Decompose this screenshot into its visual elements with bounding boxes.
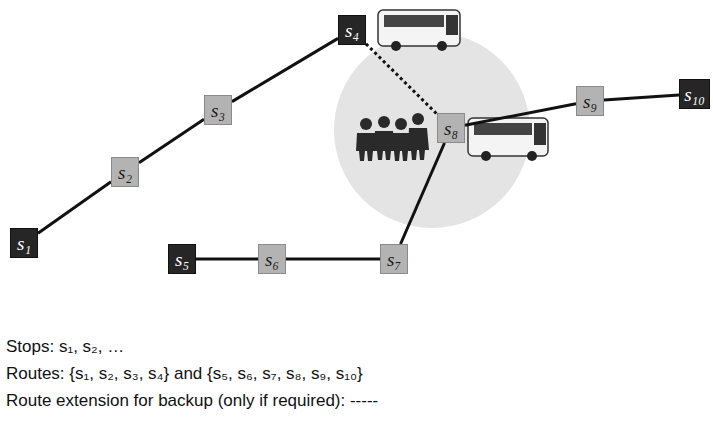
stop-label: s₄ [345,21,359,40]
route-segment [196,258,258,261]
bus-icon [468,118,548,161]
route-segment [38,182,111,233]
legend-note: Route extension for backup (only if requ… [6,391,378,411]
bus-icon [378,10,460,51]
route-extension [366,44,437,114]
stop-label: s₈ [444,119,458,138]
stop-label: s₃ [211,101,225,120]
terminal-stop: s₁ [10,228,38,258]
stop-label: s₇ [387,250,401,269]
bus-stop: s₉ [576,86,604,116]
stop-label: s₁₀ [684,85,705,104]
bus-stop: s₆ [258,244,286,274]
route-segment [604,95,679,100]
route-segment [465,104,576,126]
bus-stop: s₈ [437,113,465,143]
terminal-stop: s₁₀ [679,79,710,109]
stop-label: s₆ [265,250,279,269]
bus-stop: s₃ [204,95,232,125]
route-segment [401,143,445,244]
stop-label: s₂ [118,163,132,182]
bus-stop: s₇ [380,244,408,274]
stop-label: s₅ [175,250,189,269]
legend-note: Stops: s₁, s₂, … [6,337,124,357]
route-segment [232,38,338,101]
route-segment [286,258,380,261]
legend-note: Routes: {s₁, s₂, s₃, s₄} and {s₅, s₆, s₇… [6,364,363,384]
stop-label: s₉ [583,92,597,111]
bus-stop: s₂ [111,157,139,187]
people-group [356,113,429,161]
stop-label: s₁ [17,234,31,253]
terminal-stop: s₄ [338,15,366,45]
terminal-stop: s₅ [168,244,196,274]
route-segment [139,119,204,162]
